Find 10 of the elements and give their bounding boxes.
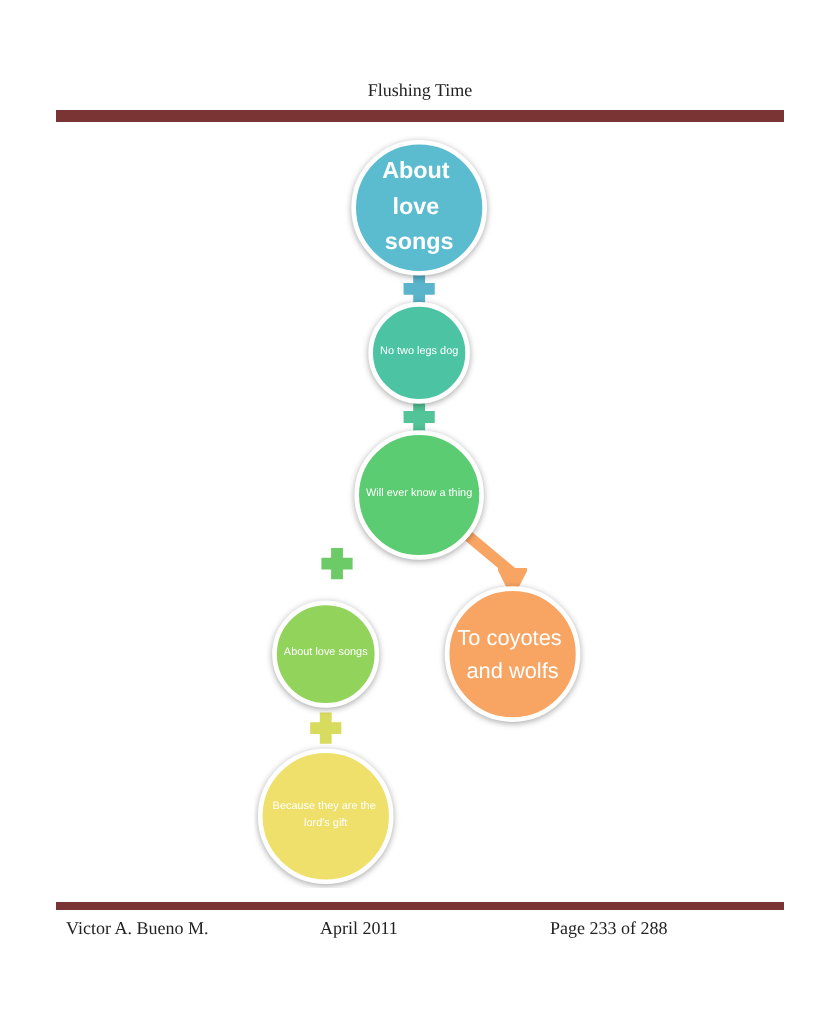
- plus-sign: [310, 712, 343, 744]
- node-circle: To coyotes and wolfs: [445, 586, 582, 722]
- running-header: Flushing Time: [367, 80, 473, 102]
- author-name: Victor A. Bueno M.: [66, 918, 209, 940]
- plus-sign: [404, 273, 436, 305]
- plus-sign: [322, 548, 354, 580]
- node-circle: About love songs: [352, 139, 488, 276]
- plus-sign: [404, 401, 436, 433]
- date: April 2011: [320, 918, 398, 940]
- page-number: Page 233 of 288: [550, 918, 668, 940]
